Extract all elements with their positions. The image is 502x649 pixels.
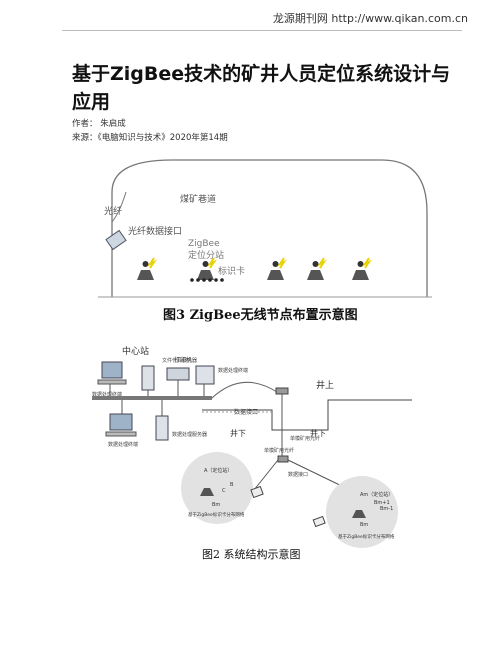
left-network-label: 基于ZigBee标识卡分布网络 <box>188 511 245 518</box>
fiber-a-label: 单模矿用光纤 <box>290 435 320 442</box>
node-bm1-label: Bm-1 <box>380 506 393 512</box>
fiber-b-label: 单模矿用光纤 <box>264 447 294 454</box>
fiber-label: 光纤 <box>104 205 122 217</box>
terminal-bottom-computer <box>105 413 137 437</box>
data-server <box>155 415 169 441</box>
locator-station-3 <box>267 257 287 280</box>
center-station-label: 中心站 <box>122 345 149 357</box>
tunnel-outline <box>111 159 428 297</box>
figure2-caption: 图2 系统结构示意图 <box>202 548 301 561</box>
network-bus <box>92 396 212 400</box>
right-network-label: 基于ZigBee标识卡分布网络 <box>338 533 395 540</box>
left-network-zone <box>181 452 253 524</box>
terminal-bottom-label: 数据处理终端 <box>108 441 138 448</box>
ground-line <box>202 399 412 431</box>
node-a-label: A（定位站） <box>204 467 232 474</box>
tag-dots <box>190 278 224 282</box>
article-title: 基于ZigBee技术的矿井人员定位系统设计与应用 <box>72 63 451 113</box>
tunnel-label: 煤矿巷道 <box>180 193 216 205</box>
node-bm-label: Bm <box>212 502 220 508</box>
article-author: 作者： 朱启成 <box>72 119 126 129</box>
tag-label: 标识卡 <box>218 265 245 277</box>
terminal-left-computer <box>97 361 127 385</box>
right-network-tag <box>312 515 326 528</box>
locator-station-4 <box>307 257 327 280</box>
well-down-left-label: 井下 <box>230 428 246 438</box>
article-source: 来源：《电脑知识与技术》2020年第14期 <box>72 133 228 143</box>
fiber-cable <box>111 191 127 223</box>
locator-station-5 <box>352 257 372 280</box>
data-port2-label: 数据接口 <box>288 471 308 478</box>
terminal-right-computer <box>195 365 215 385</box>
locator-station-1 <box>137 257 157 280</box>
printer <box>166 367 190 381</box>
zigbee-label: ZigBee <box>188 239 220 249</box>
file-server-label: 文件代码服务器 <box>162 357 197 364</box>
node-bm3-label: Bm <box>360 522 368 528</box>
header-divider <box>62 30 462 31</box>
fiber-port-label: 光纤数据接口 <box>128 225 182 237</box>
left-locator <box>200 488 214 496</box>
well-down-right-label: 井下 <box>310 428 326 438</box>
data-port-device <box>275 387 289 395</box>
right-locator <box>352 510 366 518</box>
terminal-left-label: 数据处理终端 <box>92 391 122 398</box>
node-bm2-label: Bm+1 <box>374 500 390 506</box>
figure3-diagram: 光纤 煤矿巷道 光纤数据接口 ZigBee 定位分站 标识卡 <box>98 159 432 298</box>
fiber-port-device <box>105 229 127 251</box>
file-server <box>141 365 155 391</box>
left-network-tag <box>250 485 264 499</box>
figure2-diagram: 中心站 数据处理终端 文件代码服务器 打印机 数据处理终端 数据处理终端 数据处… <box>92 345 412 548</box>
locator-label: 定位分站 <box>188 249 224 261</box>
locator-station-2 <box>197 257 217 280</box>
node-b-label: B <box>230 482 234 488</box>
well-up-label: 井上 <box>316 379 334 391</box>
node-a2-label: Am（定位站） <box>360 491 393 498</box>
journal-header: 龙源期刊网 http://www.qikan.com.cn <box>272 12 468 25</box>
node-c-label: C <box>222 488 226 494</box>
printer-label: 打印机 <box>174 356 192 364</box>
figure3-caption: 图3 ZigBee无线节点布置示意图 <box>163 308 358 323</box>
terminal-right-label: 数据处理终端 <box>218 367 248 374</box>
data-port2-device <box>277 455 289 463</box>
data-server-label: 数据处理服务器 <box>172 431 207 438</box>
